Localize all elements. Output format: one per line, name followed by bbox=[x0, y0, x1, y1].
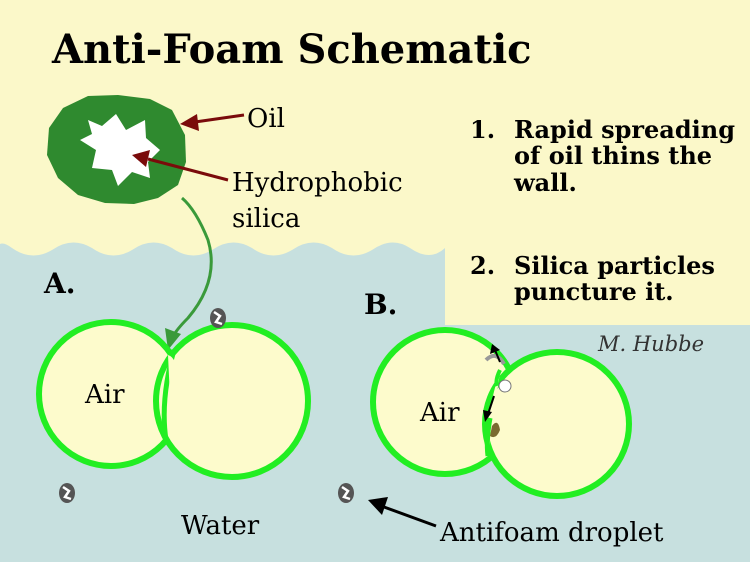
puncture-detail bbox=[483, 344, 512, 438]
bubble-pair-b bbox=[370, 327, 632, 499]
water-label: Water bbox=[181, 511, 260, 541]
antifoam-droplet-label: Antifoam droplet bbox=[440, 518, 664, 548]
silica-arrow bbox=[132, 150, 229, 182]
air-label-a: Air bbox=[85, 380, 125, 410]
silica-label: silica bbox=[232, 204, 301, 234]
step-2: 2. Silica particles puncture it. bbox=[470, 251, 750, 323]
oil-label: Oil bbox=[247, 104, 285, 134]
oil-arrow bbox=[180, 113, 245, 131]
antifoam-droplet-3 bbox=[338, 483, 354, 503]
step-1-text: Rapid spreading of oil thins the wall. bbox=[514, 115, 735, 197]
panel-b-label: B. bbox=[364, 288, 398, 321]
air-label-b: Air bbox=[420, 398, 460, 428]
step-2-number: 2. bbox=[470, 251, 496, 280]
page-title: Anti-Foam Schematic bbox=[52, 26, 532, 73]
step-2-text: Silica particles puncture it. bbox=[514, 251, 715, 307]
antifoam-arrow bbox=[368, 497, 437, 528]
silica-particle-large bbox=[80, 114, 160, 186]
green-path-arrow bbox=[165, 196, 213, 350]
step-1: 1. Rapid spreading of oil thins the wall… bbox=[470, 115, 750, 217]
panel-a-label: A. bbox=[44, 267, 76, 300]
step-1-number: 1. bbox=[470, 115, 496, 144]
air-region bbox=[0, 0, 750, 325]
author-credit: M. Hubbe bbox=[598, 332, 705, 356]
hydrophobic-label: Hydrophobic bbox=[232, 168, 403, 198]
bubble-pair-a bbox=[36, 319, 311, 480]
antifoam-droplet-2 bbox=[59, 483, 75, 503]
antifoam-droplet-1 bbox=[210, 308, 226, 328]
